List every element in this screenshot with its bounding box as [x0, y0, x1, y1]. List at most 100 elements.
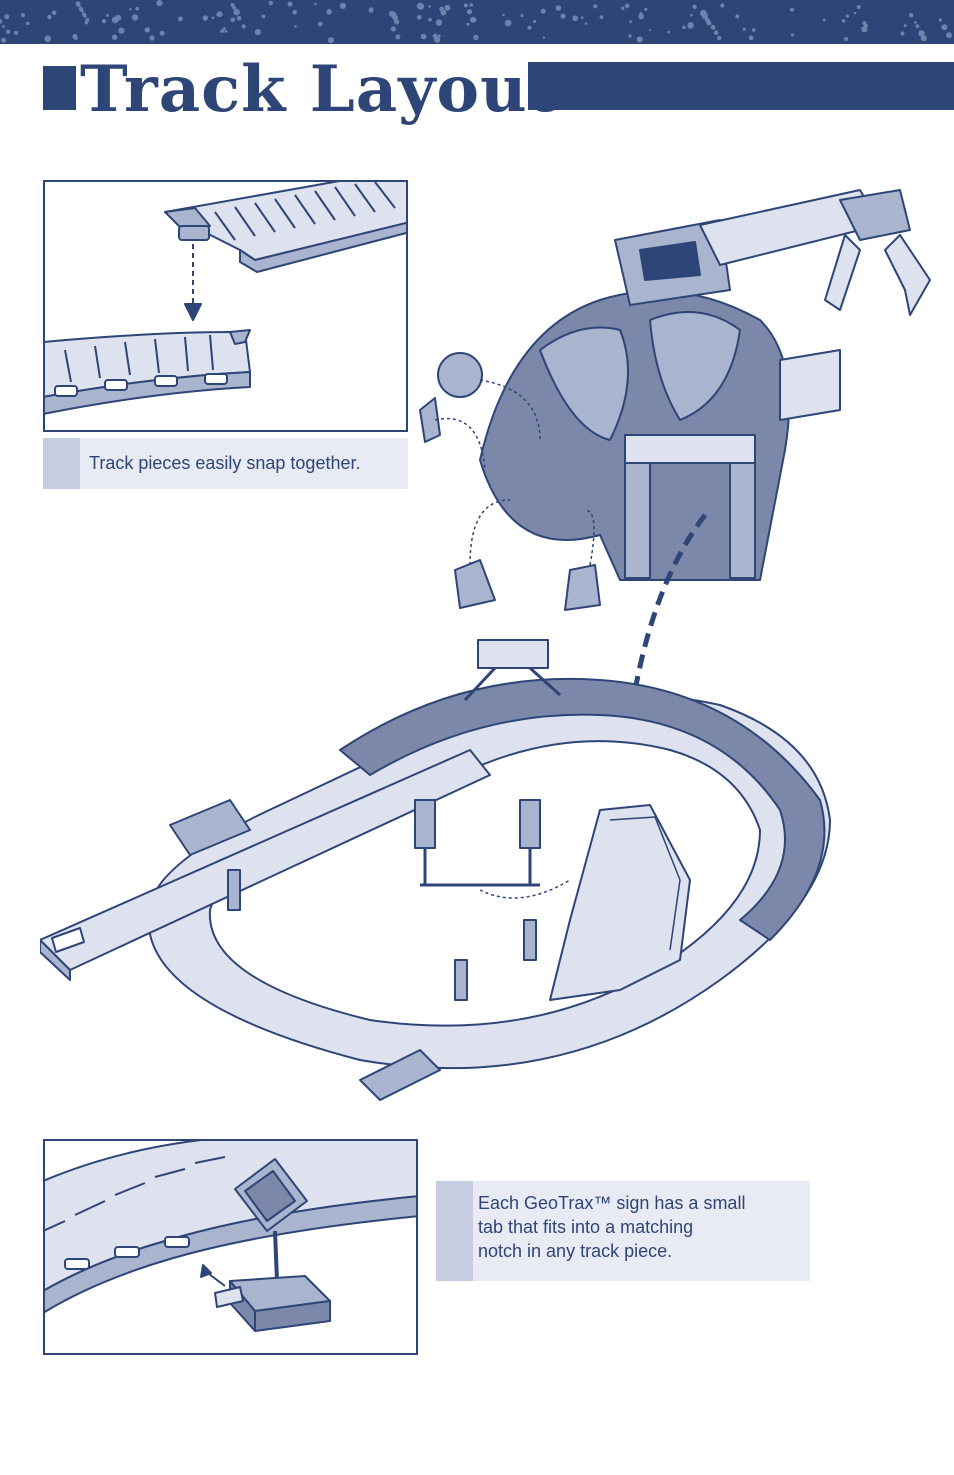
header-dot — [629, 20, 632, 24]
overhead-sign — [477, 639, 549, 669]
header-dot — [13, 30, 19, 35]
header-dot — [416, 14, 422, 20]
header-dot — [560, 13, 566, 19]
header-dot — [938, 18, 942, 22]
title-accent-square — [43, 66, 76, 110]
track-end-notch — [51, 927, 85, 953]
post-center — [454, 959, 468, 1001]
header-dot — [717, 35, 722, 41]
header-dot — [555, 5, 562, 11]
sign-supports — [463, 666, 562, 702]
sign-caption-line-2: tab that fits into a matching — [478, 1217, 694, 1237]
header-dot — [144, 27, 150, 33]
header-dot — [920, 35, 927, 42]
header-dot — [178, 16, 183, 22]
rocky-back-wall — [339, 677, 826, 941]
sign-caption-line-3: notch in any track piece. — [478, 1241, 673, 1261]
header-dot — [624, 3, 630, 9]
header-dot — [428, 5, 432, 8]
header-dot — [861, 26, 868, 33]
header-dot — [752, 28, 756, 32]
header-dot — [393, 19, 400, 25]
header-dot — [502, 13, 505, 17]
header-dot — [202, 15, 208, 21]
header-dot — [156, 0, 163, 7]
header-dot — [682, 25, 686, 30]
header-dot — [294, 25, 297, 28]
header-dot — [0, 19, 3, 24]
header-dot — [5, 29, 11, 34]
header-dot — [268, 0, 273, 6]
signal-frame — [420, 848, 540, 887]
tunnel-entrance — [169, 799, 251, 856]
header-dot — [232, 5, 237, 10]
sign-tab-detail-box — [43, 1139, 418, 1355]
header-dot — [943, 26, 947, 30]
rock-arrow-1 — [479, 379, 541, 441]
header-dot — [74, 36, 78, 40]
header-dot — [466, 22, 470, 26]
header-dot — [748, 35, 754, 41]
header-dot — [856, 4, 861, 10]
header-dot — [580, 16, 584, 19]
header-dot — [115, 14, 122, 21]
rock-bottom-right — [564, 564, 601, 611]
sign-caption-line-1: Each GeoTrax™ sign has a small — [478, 1193, 746, 1213]
crane-window — [639, 241, 701, 281]
header-dot — [435, 19, 443, 26]
header-dot — [527, 25, 532, 30]
round-rock — [437, 352, 483, 398]
header-dot — [428, 17, 432, 22]
header-dot — [390, 26, 396, 32]
snap-caption-panel: Track pieces easily snap together. — [43, 438, 408, 489]
header-dot — [444, 4, 451, 11]
header-dot — [713, 30, 719, 35]
dotted-header-band — [0, 0, 954, 44]
header-dot — [85, 18, 90, 22]
mountain-ridge-right — [649, 311, 741, 421]
post-right — [523, 919, 537, 961]
header-dot — [636, 36, 643, 43]
header-dot — [900, 31, 905, 36]
header-dot — [233, 8, 240, 16]
claw-left — [824, 234, 861, 311]
sign-tab-illustration — [45, 1141, 416, 1332]
page-title: Track Layout — [80, 52, 559, 127]
header-dot — [599, 15, 604, 19]
crane-head — [839, 189, 911, 241]
rock-arrow-3 — [469, 499, 511, 566]
track-layout-illustration — [40, 189, 931, 1101]
header-dot — [254, 28, 261, 36]
header-dot — [463, 3, 468, 8]
header-dot — [129, 8, 132, 11]
header-dot — [292, 9, 298, 15]
header-dot — [327, 37, 334, 44]
header-dot — [368, 7, 374, 13]
header-dot — [692, 4, 697, 10]
ramp-edge — [609, 816, 681, 951]
header-dot — [420, 33, 427, 40]
header-dot — [710, 24, 716, 30]
header-dot — [261, 14, 266, 19]
header-dot — [915, 24, 920, 28]
track-snap-illustration — [45, 182, 406, 415]
header-dot — [416, 2, 424, 10]
mountain-ridge — [539, 326, 629, 441]
header-dot — [1, 37, 7, 43]
header-dot — [841, 19, 846, 23]
header-dot — [628, 34, 632, 38]
header-dot — [845, 14, 850, 18]
claw-right — [884, 234, 931, 316]
header-dot — [791, 33, 794, 37]
header-dot — [946, 32, 952, 39]
header-dot — [135, 6, 140, 11]
header-dot — [80, 9, 84, 13]
header-dot — [230, 17, 236, 23]
central-ramp — [549, 804, 691, 1001]
header-dot — [440, 9, 447, 16]
header-dot — [593, 4, 598, 9]
header-dot — [720, 3, 725, 8]
header-dot — [690, 13, 693, 17]
rock-bottom-left — [454, 559, 496, 609]
header-dot — [473, 34, 479, 41]
